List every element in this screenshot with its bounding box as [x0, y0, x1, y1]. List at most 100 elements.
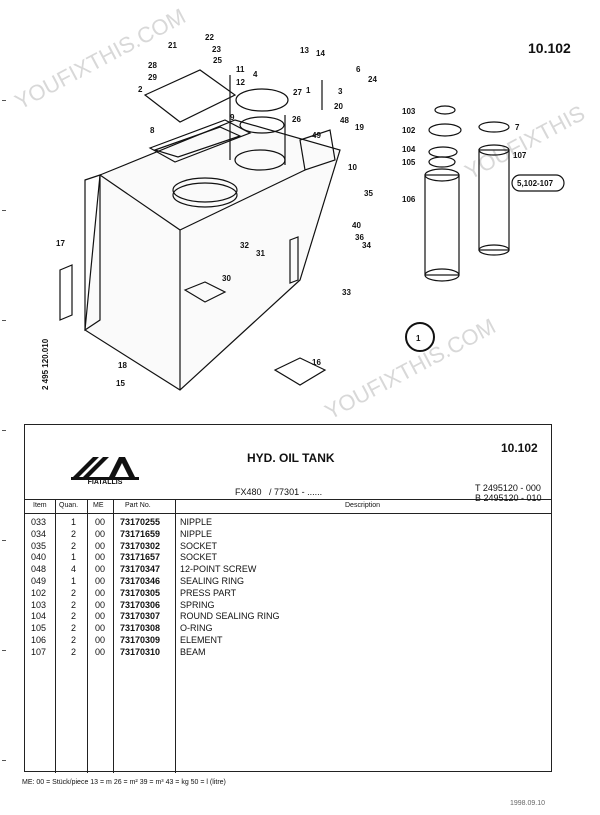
cell-me: 00 [95, 540, 106, 551]
cell-item: 033 [31, 517, 47, 527]
svg-text:10: 10 [348, 163, 357, 172]
cell-part: 73170302 [120, 540, 161, 551]
cell-qty: 2 [71, 587, 77, 598]
cell-qty: 1 [71, 517, 77, 527]
svg-text:7: 7 [515, 123, 520, 132]
exploded-parts-diagram: YOUFIXTHIS.COM YOUFIXTHIS YOUFIXTHIS.COM [11, 3, 589, 420]
svg-text:19: 19 [355, 123, 364, 132]
svg-text:106: 106 [402, 195, 416, 204]
svg-text:18: 18 [118, 361, 127, 370]
svg-text:29: 29 [148, 73, 157, 82]
page-title: HYD. OIL TANK [247, 451, 335, 465]
tank-body [59, 69, 341, 391]
cell-desc: O-RING [180, 623, 213, 634]
svg-text:9: 9 [230, 113, 235, 122]
cell-item: 104 [31, 611, 47, 622]
cell-item: 106 [31, 634, 47, 645]
cell-item: 040 [31, 552, 47, 563]
svg-text:27: 27 [293, 88, 302, 97]
svg-text:4: 4 [253, 70, 258, 79]
cell-me: 00 [95, 575, 106, 586]
cell-item: 035 [31, 540, 47, 551]
cell-desc: 12-POINT SCREW [180, 564, 257, 575]
svg-text:3: 3 [338, 87, 343, 96]
print-date: 1998.09.10 [510, 800, 546, 807]
svg-text:31: 31 [256, 249, 265, 258]
svg-text:14: 14 [316, 49, 325, 58]
col-qty: Quan. [59, 502, 79, 509]
svg-text:2: 2 [138, 85, 143, 94]
svg-text:36: 36 [355, 233, 364, 242]
svg-text:102: 102 [402, 126, 416, 135]
svg-text:34: 34 [362, 241, 371, 250]
cell-me: 00 [95, 587, 106, 598]
col-item: Item [33, 502, 47, 509]
column-headers: Item Quan. ME Part No. Description [25, 499, 551, 514]
cell-me: 00 [95, 517, 106, 527]
filter-assembly [405, 105, 565, 352]
watermark: YOUFIXTHIS.COM [11, 3, 190, 114]
svg-text:16: 16 [312, 358, 321, 367]
col-me: ME [93, 502, 104, 509]
table-row: 105 2 00 73170308 O-RING [25, 623, 551, 635]
part-callouts: 22 21 23 25 28 29 11 12 4 2 8 9 27 26 13… [41, 33, 554, 390]
cell-me: 00 [95, 552, 106, 563]
svg-text:15: 15 [116, 379, 125, 388]
svg-text:49: 49 [312, 131, 321, 140]
svg-text:13: 13 [300, 46, 309, 55]
cell-qty: 2 [71, 611, 77, 622]
cell-item: 102 [31, 587, 47, 598]
svg-text:35: 35 [364, 189, 373, 198]
svg-text:26: 26 [292, 115, 301, 124]
cell-qty: 2 [71, 540, 77, 551]
logo-wordmark: FIATALLIS [87, 479, 123, 486]
cell-qty: 2 [71, 634, 77, 645]
cell-part: 73170306 [120, 599, 161, 610]
cell-qty: 1 [71, 575, 77, 586]
cell-desc: SPRING [180, 599, 215, 610]
cell-qty: 2 [71, 599, 77, 610]
svg-text:22: 22 [205, 33, 214, 42]
ref-t: T 2495120 - 000 [475, 483, 541, 493]
cell-me: 00 [95, 646, 106, 657]
cell-part: 73170346 [120, 575, 161, 586]
sheet-header: FIATALLIS HYD. OIL TANK 10.102 FX480 / 7… [25, 425, 551, 503]
unit-legend: ME: 00 = Stück/piece 13 = m 26 = m² 39 =… [22, 779, 226, 786]
cell-part: 73170255 [120, 517, 161, 527]
cell-part: 73170307 [120, 611, 161, 622]
cell-item: 034 [31, 528, 47, 539]
cell-qty: 2 [71, 623, 77, 634]
cell-part: 73170347 [120, 564, 161, 575]
section-number: 10.102 [501, 441, 538, 455]
cell-part: 73170308 [120, 623, 161, 634]
fiatallis-logo [71, 457, 139, 480]
cell-part: 73171659 [120, 528, 161, 539]
page-number: 10.102 [528, 40, 571, 56]
cell-desc: NIPPLE [180, 528, 213, 539]
cell-part: 73170309 [120, 634, 161, 645]
cell-qty: 1 [71, 552, 77, 563]
svg-text:28: 28 [148, 61, 157, 70]
svg-text:30: 30 [222, 274, 231, 283]
watermark: YOUFIXTHIS.COM [321, 313, 500, 420]
svg-text:5,102-107: 5,102-107 [517, 179, 554, 188]
svg-text:23: 23 [212, 45, 221, 54]
svg-text:24: 24 [368, 75, 377, 84]
cell-me: 00 [95, 611, 106, 622]
col-part: Part No. [125, 502, 151, 509]
cell-desc: SEALING RING [180, 575, 245, 586]
cell-me: 00 [95, 623, 106, 634]
cell-item: 105 [31, 623, 47, 634]
ref-b: B 2495120 - 010 [475, 493, 542, 503]
parts-list-sheet: FIATALLIS HYD. OIL TANK 10.102 FX480 / 7… [24, 424, 552, 773]
svg-text:48: 48 [340, 116, 349, 125]
